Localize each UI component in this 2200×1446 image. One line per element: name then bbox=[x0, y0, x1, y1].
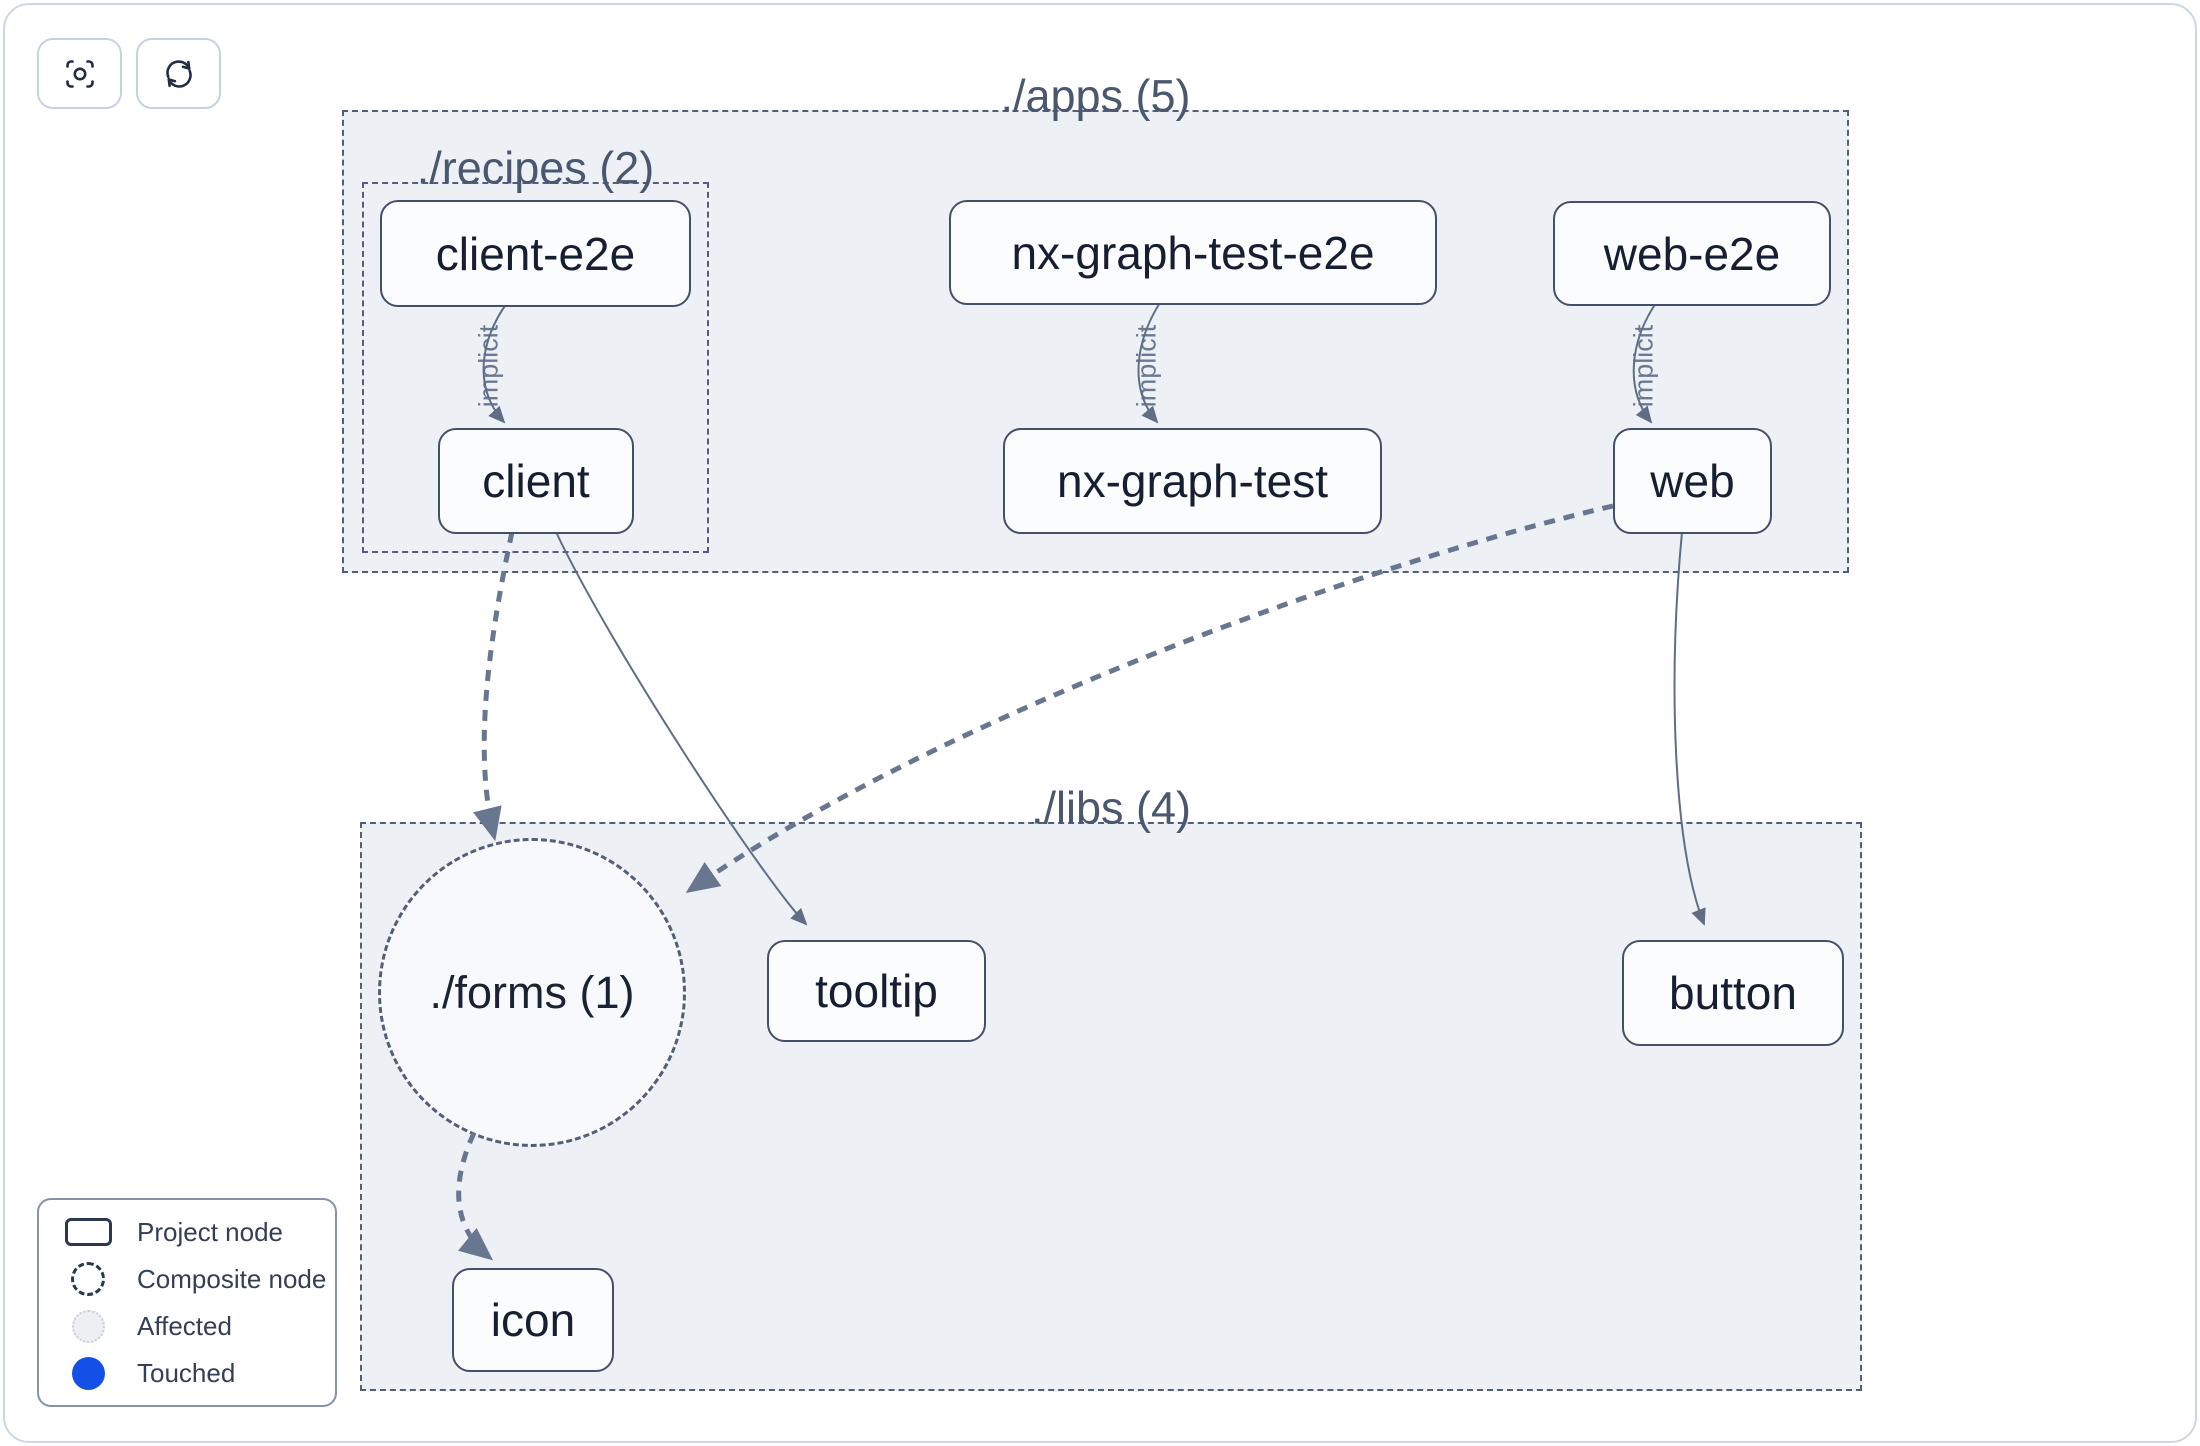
node-web-e2e[interactable]: web-e2e bbox=[1553, 201, 1831, 306]
node-label: button bbox=[1669, 967, 1797, 1019]
legend-item-composite-node: Composite node bbox=[39, 1256, 335, 1303]
node-tooltip[interactable]: tooltip bbox=[767, 940, 986, 1042]
composite-node-icon bbox=[71, 1262, 105, 1296]
legend-label: Affected bbox=[137, 1310, 232, 1341]
group-recipes[interactable]: ./recipes (2) bbox=[362, 142, 709, 553]
composite-node-forms[interactable]: ./forms (1) bbox=[378, 838, 686, 1147]
node-label: icon bbox=[490, 1294, 576, 1346]
focus-icon bbox=[65, 59, 94, 88]
refresh-button[interactable] bbox=[136, 38, 221, 109]
implicit-edge-label: implicit bbox=[1628, 324, 1659, 408]
refresh-icon bbox=[165, 59, 192, 88]
legend-item-project-node: Project node bbox=[39, 1209, 335, 1256]
node-client[interactable]: client bbox=[438, 428, 634, 534]
focus-button[interactable] bbox=[37, 38, 122, 109]
legend-label: Touched bbox=[137, 1357, 236, 1388]
implicit-edge-label: implicit bbox=[1131, 324, 1162, 408]
group-apps-label: ./apps (5) bbox=[1000, 70, 1191, 122]
group-recipes-label: ./recipes (2) bbox=[416, 142, 655, 194]
group-libs-label: ./libs (4) bbox=[1030, 782, 1192, 834]
node-label: client bbox=[482, 455, 590, 507]
node-label: web-e2e bbox=[1603, 227, 1781, 280]
node-icon[interactable]: icon bbox=[452, 1268, 614, 1372]
node-button[interactable]: button bbox=[1622, 940, 1844, 1046]
node-label: tooltip bbox=[815, 965, 938, 1017]
node-label: client-e2e bbox=[435, 227, 636, 280]
node-label: nx-graph-test bbox=[1056, 455, 1328, 507]
legend-item-affected: Affected bbox=[39, 1303, 335, 1350]
node-nx-graph-test-e2e[interactable]: nx-graph-test-e2e bbox=[949, 200, 1437, 305]
affected-icon bbox=[71, 1309, 105, 1343]
composite-node-forms-label: ./forms (1) bbox=[429, 966, 635, 1018]
implicit-edge-label: implicit bbox=[473, 324, 504, 408]
node-web[interactable]: web bbox=[1613, 428, 1772, 534]
legend: Project node Composite node Affected Tou… bbox=[37, 1198, 337, 1407]
node-label: nx-graph-test-e2e bbox=[1011, 226, 1375, 279]
project-node-icon bbox=[64, 1218, 112, 1246]
node-client-e2e[interactable]: client-e2e bbox=[380, 200, 691, 307]
legend-label: Project node bbox=[137, 1216, 283, 1247]
legend-label: Composite node bbox=[137, 1263, 327, 1294]
touched-icon bbox=[71, 1356, 105, 1390]
node-nx-graph-test[interactable]: nx-graph-test bbox=[1003, 428, 1382, 534]
node-label: web bbox=[1650, 455, 1735, 507]
legend-item-touched: Touched bbox=[39, 1350, 335, 1397]
